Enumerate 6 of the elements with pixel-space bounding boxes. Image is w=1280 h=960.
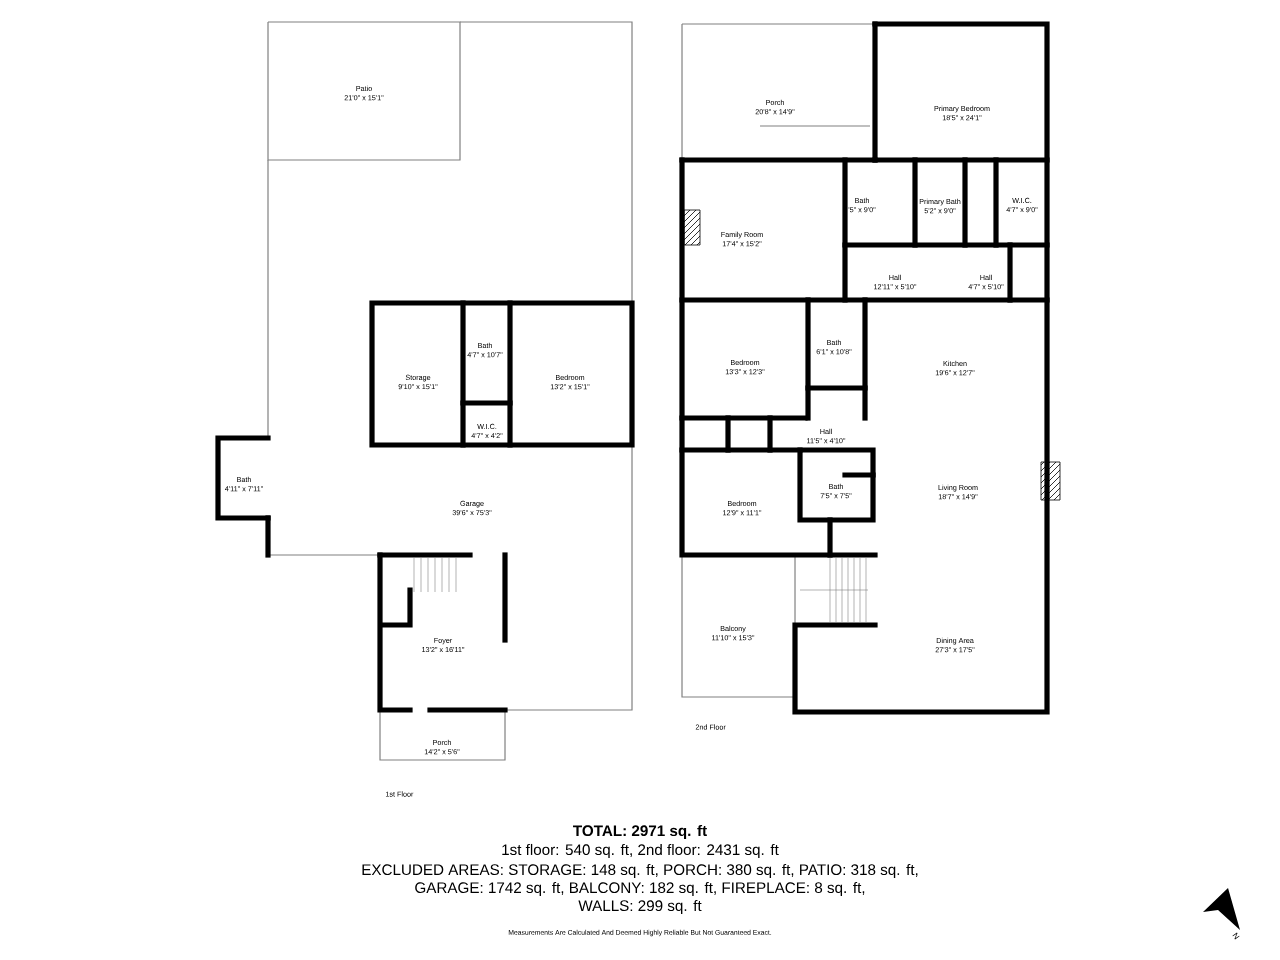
total-heading: TOTAL: 2971 sq. ft [573, 824, 707, 840]
area-line: EXCLUDED AREAS: STORAGE: 148 sq. ft, PORCH: 380 sq. ft, PATIO: 318 sq. ft, [362, 863, 918, 879]
area-line: GARAGE: 1742 sq. ft, BALCONY: 182 sq. ft, FIREPLACE: 8 sq. ft, [415, 881, 865, 897]
area-line: WALLS: 299 sq. ft [578, 899, 702, 915]
area-line: 1st floor: 540 sq. ft, 2nd floor: 2431 sq. ft [502, 843, 779, 859]
north-label: N [1232, 932, 1240, 940]
